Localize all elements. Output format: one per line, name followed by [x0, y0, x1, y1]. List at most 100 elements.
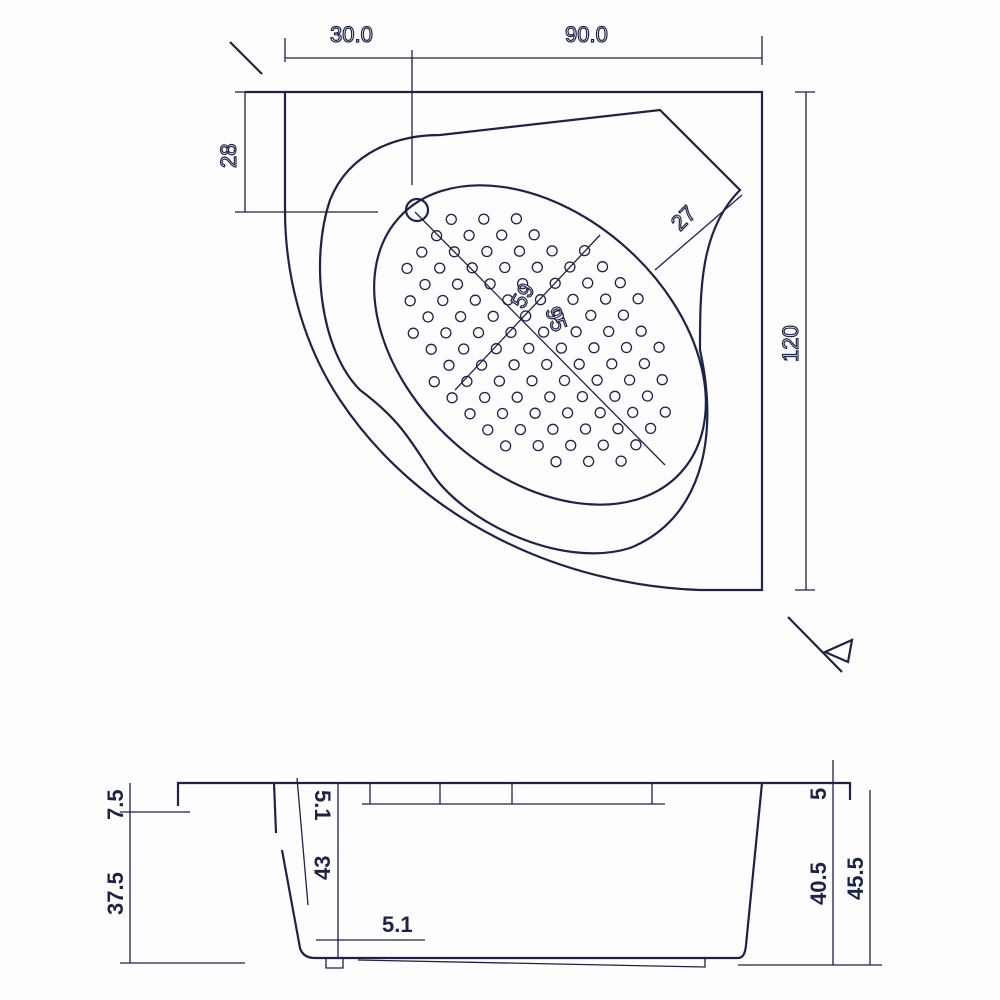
jet-dot: [555, 342, 568, 354]
headrest-dim-line: [654, 194, 743, 271]
section-view: 7.5 37.5 5.1 43 5.1 5 40.5 45.5: [103, 760, 882, 969]
jet-dot: [514, 423, 527, 436]
jet-dot: [552, 310, 564, 322]
jet-dot: [520, 310, 532, 322]
jet-dot: [463, 229, 475, 242]
jet-dot: [475, 359, 488, 371]
jet-dot: [496, 229, 508, 241]
jet-dot: [434, 262, 446, 274]
jet-dot: [445, 213, 457, 226]
jet-dot: [416, 246, 428, 258]
dim-45-5: 45.5: [843, 857, 868, 900]
jet-dot: [603, 325, 615, 338]
dim-120: 120: [778, 325, 803, 362]
jet-dot: [458, 343, 470, 355]
basin-width-line: [454, 234, 601, 391]
jet-dot: [404, 295, 416, 307]
jet-dot: [532, 439, 544, 452]
jet-dot: [606, 358, 618, 370]
jet-dot: [576, 390, 589, 403]
jet-dot: [582, 455, 595, 468]
jet-dot: [479, 391, 491, 404]
jet-dot: [546, 245, 558, 257]
jet-dot: [482, 424, 494, 436]
jet-dot: [487, 310, 499, 322]
jet-dot: [508, 359, 520, 371]
jet-dot: [531, 261, 543, 273]
jet-dot: [528, 229, 540, 241]
jet-dot: [550, 456, 562, 468]
jet-dot: [544, 391, 556, 403]
jet-dot: [407, 327, 419, 339]
jet-dot: [490, 343, 502, 355]
jet-dot: [620, 341, 633, 354]
jet-dot: [632, 293, 644, 305]
jet-dot: [511, 391, 523, 403]
jet-dot: [502, 294, 514, 306]
jet-dot: [597, 439, 609, 451]
jet-dot: [481, 245, 493, 258]
jet-dot: [513, 245, 526, 257]
jet-dot: [448, 246, 461, 258]
dim-28: 28: [216, 144, 241, 168]
jet-dot: [478, 213, 490, 225]
tub-rim-outline: [318, 108, 742, 555]
jet-dot: [588, 342, 600, 354]
jet-dot: [573, 358, 585, 370]
jet-dot: [582, 277, 594, 289]
jet-dot: [565, 439, 577, 452]
tub-base: [325, 958, 706, 969]
dim-5-1-top: 5.1: [310, 790, 335, 821]
view-arrow-icon: [822, 638, 854, 664]
basin-length-line: [414, 211, 666, 466]
jet-dot: [612, 423, 624, 435]
jet-dot: [446, 392, 458, 404]
jet-dot: [428, 376, 440, 388]
dim-37-5: 37.5: [103, 872, 128, 915]
drain-icon: [404, 197, 430, 223]
jet-dot: [609, 390, 621, 402]
tub-section-outline: [280, 781, 852, 960]
jet-dot: [653, 341, 665, 353]
jet-dot: [659, 406, 671, 418]
jet-dot: [623, 374, 636, 386]
dim-5-1-bottom: 5.1: [382, 912, 413, 937]
jet-dot: [547, 423, 559, 435]
dim-59: 59: [506, 279, 540, 313]
jet-dot: [422, 311, 434, 323]
jet-dot: [466, 262, 478, 274]
jet-dot: [430, 230, 443, 242]
jet-dot: [425, 343, 437, 355]
jet-dot: [443, 359, 455, 371]
jet-dot: [644, 422, 657, 435]
dim-43: 43: [310, 856, 335, 880]
jet-dot: [578, 244, 591, 257]
jet-dot: [579, 423, 592, 435]
jet-dot: [516, 277, 529, 290]
jet-dot: [549, 277, 561, 289]
jet-dot: [419, 278, 431, 291]
jet-dot: [570, 326, 582, 338]
jet-dot: [567, 293, 579, 306]
jet-dot: [558, 374, 571, 387]
jet-dot: [638, 357, 651, 370]
jet-dot: [499, 261, 511, 274]
dim-7-5: 7.5: [103, 789, 128, 820]
wall-dim-line: [296, 777, 309, 906]
jet-dot: [454, 310, 467, 323]
dim-5: 5: [806, 788, 831, 800]
jet-dot: [464, 408, 476, 420]
jet-dot: [541, 358, 553, 371]
basin-outline: [373, 184, 707, 506]
jet-dot: [401, 262, 413, 275]
dim-95: 95: [540, 303, 572, 335]
jet-dot: [599, 293, 612, 305]
rim-panel: [362, 783, 665, 805]
jet-dot: [472, 326, 485, 339]
jet-dot: [499, 440, 512, 452]
jet-dot: [496, 407, 509, 420]
jet-dot: [564, 261, 576, 273]
cut-mark-top: [229, 41, 263, 75]
cut-mark-bottom: [787, 616, 843, 673]
